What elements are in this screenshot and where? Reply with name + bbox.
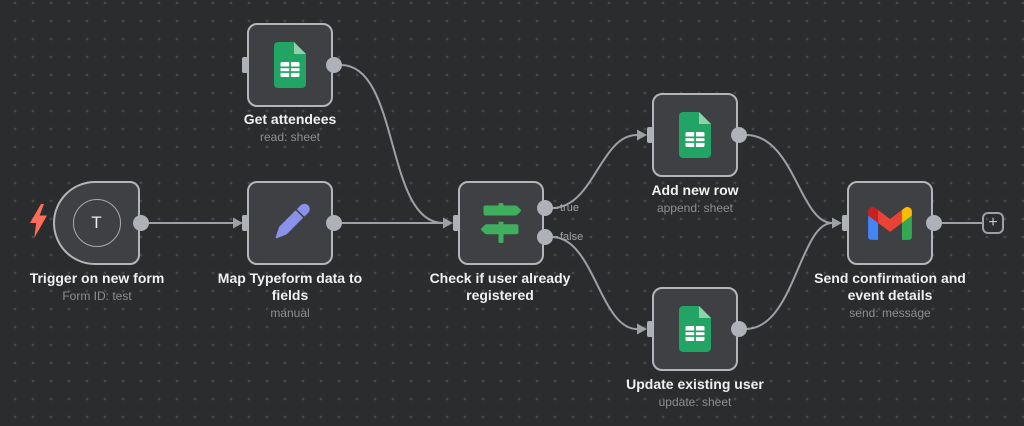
node-subtitle-update-user: update: sheet [658, 395, 732, 410]
node-update-existing-user[interactable] [652, 287, 738, 371]
google-sheets-icon [679, 306, 711, 352]
input-port-add-row[interactable] [647, 127, 653, 143]
google-sheets-icon [679, 112, 711, 158]
node-title-map-typeform: Map Typeform data to fields [217, 270, 363, 304]
input-port-get-attendees[interactable] [242, 57, 248, 73]
arrowhead [233, 217, 243, 229]
pencil-icon [275, 203, 310, 239]
branch-label-false: false [560, 231, 584, 243]
connection-check-true-to-add-row[interactable] [551, 134, 638, 209]
connection-update-to-gmail[interactable] [745, 222, 833, 330]
output-port-gmail[interactable] [926, 215, 942, 231]
arrowhead [637, 129, 647, 141]
input-port-map-typeform[interactable] [242, 215, 248, 231]
node-subtitle-map-typeform: manual [270, 306, 310, 321]
arrowhead [443, 217, 453, 229]
node-add-new-row[interactable] [652, 93, 738, 177]
input-port-gmail[interactable] [842, 215, 848, 231]
node-check-if-registered[interactable] [458, 181, 544, 265]
output-port-add-row[interactable] [731, 127, 747, 143]
connection-add-row-to-gmail[interactable] [745, 134, 833, 224]
input-port-check[interactable] [453, 215, 459, 231]
output-port-update-user[interactable] [731, 321, 747, 337]
node-subtitle-get-attendees: read: sheet [259, 130, 321, 145]
arrowhead [832, 217, 842, 229]
node-get-attendees[interactable] [247, 23, 333, 107]
add-node-button[interactable]: + [982, 212, 1004, 234]
node-title-gmail: Send confirmation and event details [814, 270, 966, 304]
node-title-check: Check if user already registered [429, 270, 571, 304]
input-port-update-user[interactable] [647, 321, 653, 337]
connection-get-attendees-to-check[interactable] [340, 64, 444, 224]
node-subtitle-add-row: append: sheet [656, 201, 734, 216]
plus-icon: + [988, 214, 998, 231]
node-title-trigger: Trigger on new form [29, 270, 165, 286]
output-port-get-attendees[interactable] [326, 57, 342, 73]
output-port-map-typeform[interactable] [326, 215, 342, 231]
trigger-bolt-icon [30, 204, 47, 238]
node-map-typeform-data[interactable] [247, 181, 333, 265]
signpost-icon [481, 203, 521, 243]
trigger-badge-letter: T [91, 213, 102, 232]
node-subtitle-gmail: send: message [849, 306, 931, 321]
branch-label-true: true [560, 202, 579, 214]
node-title-get-attendees: Get attendees [243, 111, 337, 127]
node-title-add-row: Add new row [651, 182, 739, 198]
output-port-trigger[interactable] [133, 215, 149, 231]
node-trigger-on-new-form[interactable]: T [53, 181, 140, 265]
google-sheets-icon [274, 42, 306, 88]
form-trigger-icon: T [72, 199, 121, 247]
node-title-update-user: Update existing user [626, 376, 764, 392]
output-port-check-false[interactable] [537, 229, 553, 245]
node-subtitle-trigger: Form ID: test [62, 289, 132, 304]
gmail-icon [868, 206, 912, 240]
node-send-confirmation[interactable] [847, 181, 933, 265]
arrowhead [637, 323, 647, 335]
connection-check-false-to-update[interactable] [551, 236, 638, 330]
output-port-check-true[interactable] [537, 200, 553, 216]
